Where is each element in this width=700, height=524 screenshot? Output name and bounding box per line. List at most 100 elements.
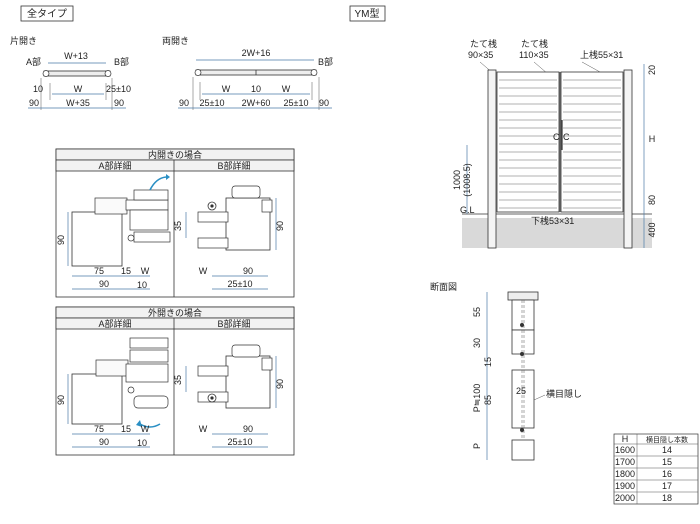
double-right-90-dim: 90: [319, 98, 329, 108]
slat-count-table: H 横目隠し本数 1600 14 1700 15 1800 16 1900 17…: [613, 433, 699, 505]
elev-stile1-label: たて桟: [470, 38, 497, 49]
inward-b-height-dim: 90: [275, 221, 285, 231]
inward-b-label: B部詳細: [217, 160, 250, 171]
inward-a-75-dim: 75: [94, 266, 104, 276]
single-bottom-left-dim: 90: [29, 98, 39, 108]
inward-a-90-dim: 90: [99, 279, 109, 289]
table-cell: 16: [662, 469, 672, 479]
outward-detail-panel: 外開きの場合 A部詳細 B部詳細 90 75 15 W 90 10 35 90: [55, 306, 295, 456]
outward-b-90-dim: 90: [243, 424, 253, 434]
table-cell: 1700: [615, 457, 635, 467]
section-p-dim: P: [472, 443, 482, 449]
double-left-90-dim: 90: [179, 98, 189, 108]
svg-text:C: C: [563, 132, 570, 142]
all-types-tag-frame: [20, 5, 74, 22]
elev-20-dim: 20: [647, 65, 657, 75]
section-p100-dim: P≒100: [472, 384, 482, 413]
double-top-dim: 2W+16: [242, 48, 271, 58]
single-w-dim: W: [74, 84, 83, 94]
outward-a-90-dim: 90: [99, 437, 109, 447]
section-15-dim: 15: [483, 357, 493, 367]
double-b-part-label: B部: [318, 56, 333, 67]
outward-a-height-dim: 90: [56, 395, 66, 405]
double-ten-dim: 10: [251, 84, 261, 94]
outward-title: 外開きの場合: [148, 307, 202, 318]
svg-text:C: C: [553, 132, 560, 142]
outward-a-label: A部詳細: [98, 318, 131, 329]
table-cell: 2000: [615, 493, 635, 503]
inward-a-height-dim: 90: [56, 235, 66, 245]
elev-bottom-rail-label: 下桟53×31: [531, 215, 574, 226]
outward-b-height-dim: 90: [275, 379, 285, 389]
table-header-h: H: [622, 434, 629, 444]
single-swing-title: 片開き: [10, 35, 37, 46]
table-cell: 17: [662, 481, 672, 491]
outward-a-w-dim: W: [141, 424, 150, 434]
ym-type-tag-frame: [349, 5, 386, 22]
table-cell: 1900: [615, 481, 635, 491]
outward-b-label: B部詳細: [217, 318, 250, 329]
inward-detail-panel: 内開きの場合 A部詳細 B部詳細 90 75 15 W 90 10 35 90: [55, 148, 295, 298]
outward-a-75-dim: 75: [94, 424, 104, 434]
double-tol2-dim: 25±10: [284, 98, 309, 108]
left-post: [487, 69, 497, 249]
inward-swing-arrow: [149, 176, 167, 191]
gate-elevation: たて桟 90×35 たて桟 110×35 上桟55×31 G.L C C 下桟5…: [452, 38, 657, 249]
double-tol1-dim: 25±10: [200, 98, 225, 108]
section-screen-label: 横目隠し: [546, 388, 582, 399]
table-header-count: 横目隠し本数: [646, 435, 688, 444]
inward-a-10-dim: 10: [137, 280, 147, 290]
single-swing-plan: 片開き A部 B部 W+13 10 W 25±10 90 W+35 90: [10, 35, 131, 110]
table-cell: 1800: [615, 469, 635, 479]
table-cell: 18: [662, 493, 672, 503]
single-b-part-label: B部: [114, 56, 129, 67]
inward-b-35-dim: 35: [173, 221, 183, 231]
single-top-dim: W+13: [64, 51, 88, 61]
elev-top-rail-label: 上桟55×31: [580, 49, 623, 60]
section-30-dim: 30: [472, 338, 482, 348]
inward-b-w-dim: W: [199, 266, 208, 276]
section-view: 断面図 55 30 15 P≒100 85 25 P 横目隠し: [430, 281, 582, 461]
inward-a-15-dim: 15: [121, 266, 131, 276]
elev-400-dim: 400: [647, 222, 657, 237]
table-cell: 1600: [615, 445, 635, 455]
outward-b-tol-dim: 25±10: [228, 437, 253, 447]
elev-h-dim: H: [649, 134, 656, 144]
section-title: 断面図: [430, 281, 457, 292]
elev-stile2-label: たて桟: [521, 38, 548, 49]
double-swing-plan: 両開き 2W+16 B部 W 10 W 90 25±10 2W+60 25±10…: [162, 36, 333, 110]
inward-title: 内開きの場合: [148, 149, 202, 160]
elev-1000-dim: 1000: [452, 170, 462, 190]
elev-stile2-size: 110×35: [519, 50, 549, 60]
ym-type-tag: YM型: [355, 7, 380, 20]
section-85-dim: 85: [483, 395, 493, 405]
single-gate-leaf: [43, 70, 111, 77]
single-a-part-label: A部: [26, 56, 41, 67]
table-cell: 14: [662, 445, 672, 455]
right-leaf: [560, 71, 624, 213]
outward-a-10-dim: 10: [137, 438, 147, 448]
inward-b-90-dim: 90: [243, 266, 253, 276]
right-post: [623, 69, 633, 249]
section-55-dim: 55: [472, 307, 482, 317]
elev-stile1-size: 90×35: [468, 50, 493, 60]
section-25-dim: 25: [516, 386, 526, 396]
inward-a-w-dim: W: [141, 266, 150, 276]
inward-b-tol-dim: 25±10: [228, 279, 253, 289]
single-tol-dim: 25±10: [106, 84, 131, 94]
double-swing-title: 両開き: [162, 36, 189, 46]
single-ten-dim: 10: [33, 84, 43, 94]
single-bottom-right-dim: 90: [114, 98, 124, 108]
outward-swing-arrow: [139, 423, 161, 428]
double-w1-dim: W: [222, 84, 231, 94]
double-mid-dim: 2W+60: [242, 98, 271, 108]
outward-b-w-dim: W: [199, 424, 208, 434]
left-leaf: [496, 71, 560, 213]
single-bottom-mid-dim: W+35: [66, 98, 90, 108]
outward-b-35-dim: 35: [173, 375, 183, 385]
outward-a-15-dim: 15: [121, 424, 131, 434]
table-cell: 15: [662, 457, 672, 467]
all-types-tag: 全タイプ: [27, 7, 67, 20]
elev-80-dim: 80: [647, 195, 657, 205]
